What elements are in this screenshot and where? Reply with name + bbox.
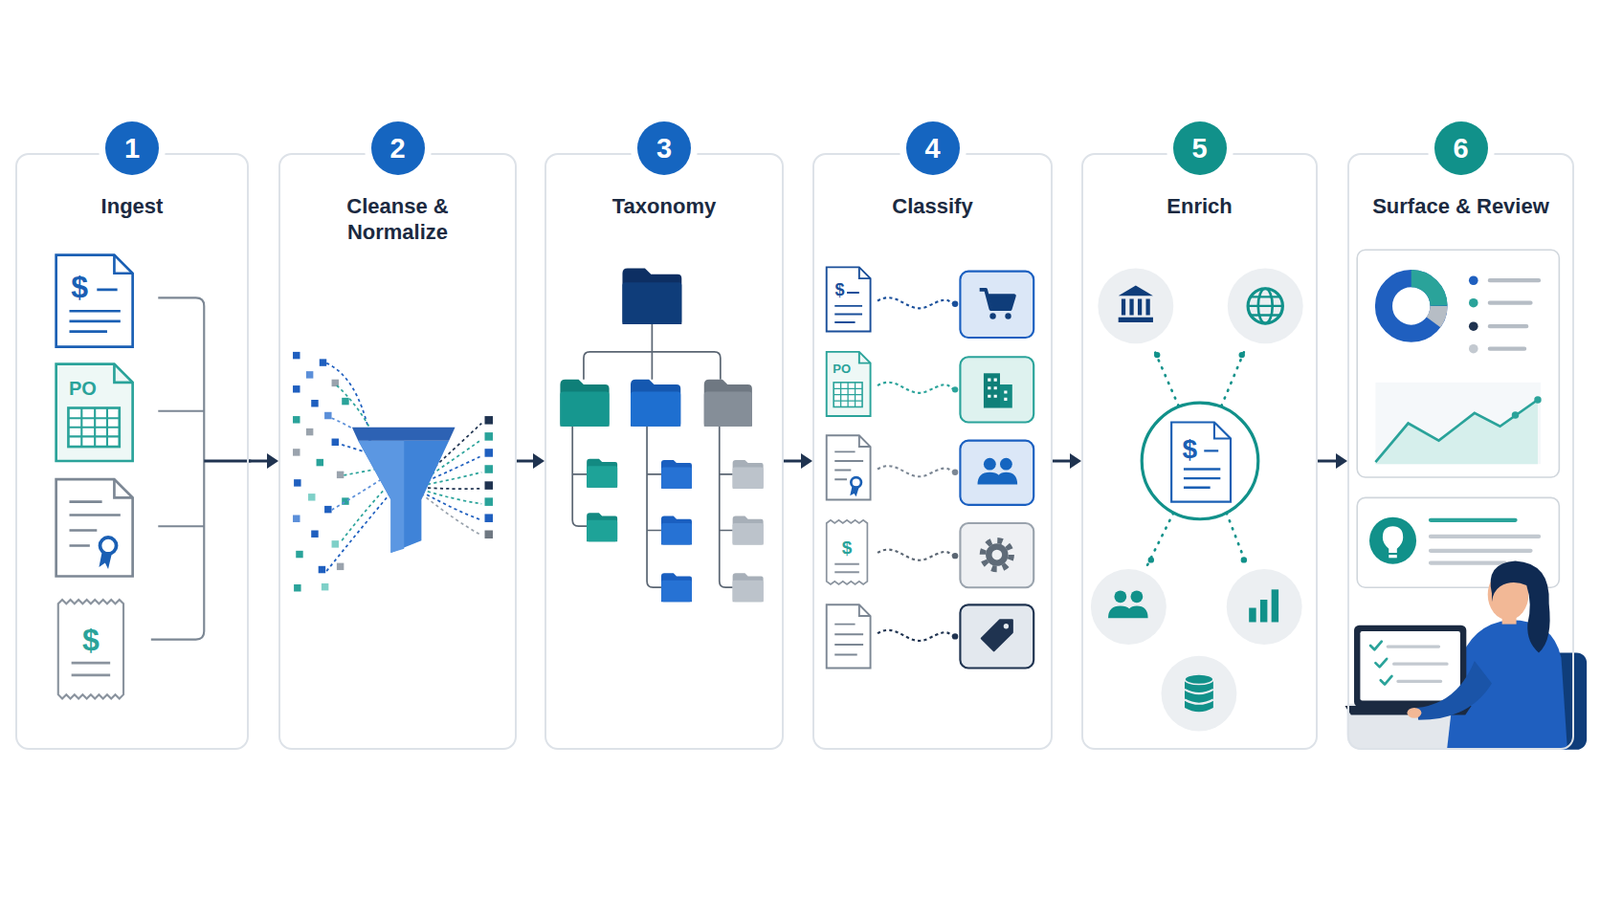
- classify-links: [877, 297, 955, 642]
- step-number: 1: [105, 121, 159, 176]
- merge-bracket: [151, 297, 252, 640]
- step-number: 2: [371, 121, 425, 176]
- category-boxes: [959, 271, 1034, 669]
- step-number: 5: [1173, 121, 1227, 176]
- step-number: 3: [637, 121, 691, 176]
- flow-lines: [326, 363, 482, 573]
- stage-panel: 6Surface & Review: [1347, 153, 1575, 751]
- flow-arrow: [783, 453, 813, 469]
- icon-text: PO: [68, 378, 97, 399]
- enrich-center: [1141, 402, 1259, 520]
- stage-panel: 5Enrich: [1081, 153, 1318, 751]
- stage-title: Ingest: [26, 193, 238, 220]
- folder-icons: [559, 267, 763, 602]
- receipt-icon: [58, 600, 124, 699]
- classify-docs: [826, 266, 871, 668]
- flow-arrow: [1317, 453, 1348, 469]
- enrich-sources: [1090, 267, 1304, 732]
- flow-arrow: [248, 453, 279, 469]
- stage-title: Cleanse & Normalize: [335, 193, 461, 245]
- stage-panel: 4Classify: [812, 153, 1053, 751]
- icon-text: PO: [832, 361, 851, 375]
- link-dots: [952, 301, 958, 641]
- clean-output: [485, 416, 494, 539]
- reviewer-figure: [1344, 560, 1587, 750]
- stage-title: Surface & Review: [1353, 193, 1569, 220]
- stage-title: Enrich: [1094, 193, 1306, 220]
- stage-title: Taxonomy: [558, 193, 770, 220]
- dashboard-card: [1356, 249, 1559, 478]
- stage-title: Classify: [827, 193, 1039, 220]
- stage-panel: 2Cleanse & Normalize: [278, 153, 517, 751]
- flow-arrow: [516, 453, 545, 469]
- icon-text: $: [70, 271, 89, 303]
- stage-panel: 1Ingest: [15, 153, 249, 751]
- funnel: [352, 427, 456, 554]
- contract-icon: [56, 479, 134, 577]
- icon-text: $: [1182, 436, 1199, 464]
- icon-text: $: [82, 624, 100, 656]
- icon-text: $: [835, 281, 845, 299]
- step-number: 4: [906, 121, 960, 176]
- po-icon: [56, 364, 134, 462]
- tree-lines: [572, 324, 733, 588]
- data-particles: [292, 352, 350, 593]
- stage-panel: 3Taxonomy: [544, 153, 784, 751]
- invoice-icon: [56, 255, 134, 348]
- step-number: 6: [1434, 121, 1489, 176]
- flow-arrow: [1052, 453, 1082, 469]
- icon-text: $: [842, 537, 853, 556]
